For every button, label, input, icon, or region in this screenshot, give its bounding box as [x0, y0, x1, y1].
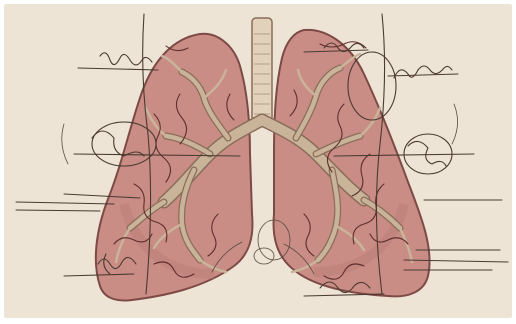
trachea [252, 18, 272, 122]
left-lung [96, 34, 253, 301]
lungs-illustration [4, 4, 512, 318]
fabric-background [4, 4, 512, 318]
